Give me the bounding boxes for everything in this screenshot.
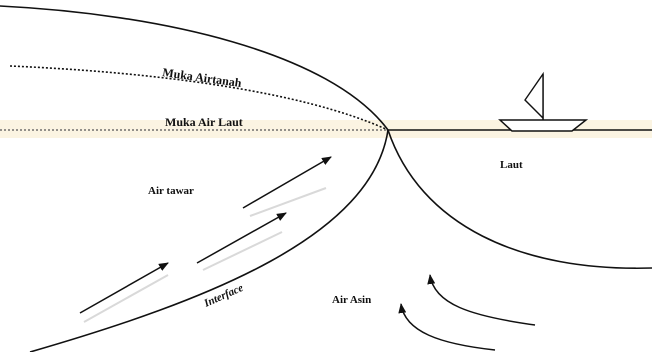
interface-line [29,129,389,352]
label-sea-level: Muka Air Laut [165,115,243,129]
flow-arrow-1 [242,156,332,209]
water-table-line [9,65,389,131]
flow-arrow-3 [79,262,169,314]
saltwater-flow-arrows [398,274,536,351]
freshwater-lens-boundary [0,5,389,131]
seabed-line [387,129,652,270]
label-water-table: Muka Airtanah [162,65,243,90]
flow-arrow-2 [196,212,287,264]
background-band [0,120,652,138]
saltwater-arrow-1 [427,274,536,326]
label-fresh-water: Air tawar [148,185,194,197]
label-interface: Interface [201,282,245,310]
boat-icon [498,71,589,132]
label-sea: Laut [500,159,523,171]
freshwater-flow-arrows [79,156,332,323]
saltwater-arrow-2 [398,303,496,351]
label-salt-water: Air Asin [332,294,371,306]
